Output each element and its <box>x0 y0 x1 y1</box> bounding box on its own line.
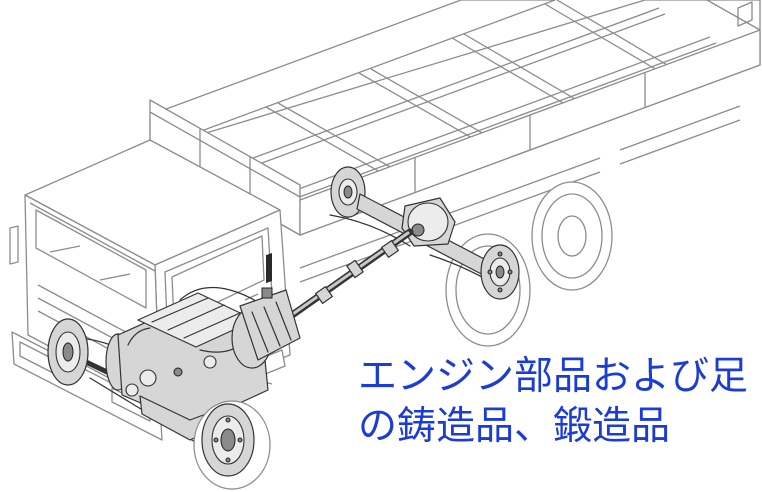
lug-nut <box>507 269 513 275</box>
lug-nut <box>497 287 503 293</box>
differential-icon <box>407 202 449 242</box>
rear-axle-icon <box>329 166 520 300</box>
alternator <box>139 369 157 387</box>
cab-rear-slot <box>266 253 272 284</box>
rim-outline <box>455 245 521 335</box>
pulley <box>125 383 139 397</box>
wiper <box>99 273 131 281</box>
valve-cover-rib <box>167 304 225 331</box>
lug-nut <box>237 437 243 443</box>
lug-nut <box>225 457 231 463</box>
hub-outline <box>557 215 587 257</box>
driveshaft-icon <box>284 228 414 322</box>
coolant-hose <box>127 327 151 346</box>
lug-nut <box>225 417 231 423</box>
differential-pinion <box>411 223 425 237</box>
tailgate-edge <box>706 0 761 31</box>
lug-nut <box>213 437 219 443</box>
fuel-filter <box>203 355 217 369</box>
gearbox-rib <box>263 306 281 347</box>
gearbox-rib <box>275 301 292 341</box>
shift-tower <box>261 287 273 299</box>
lug-nut <box>497 251 503 257</box>
tailgate-hinge <box>737 1 753 27</box>
far-hub-center <box>343 185 353 199</box>
inner-rail <box>204 13 666 185</box>
near-hub-center <box>495 265 505 279</box>
transmission-icon <box>231 287 301 369</box>
caption-line-2: の鋳造品、鍛造品 <box>358 404 671 449</box>
center-bearing <box>346 259 364 279</box>
cab-windshield <box>35 209 147 309</box>
hub-center <box>220 428 236 452</box>
hub-center <box>62 342 74 362</box>
inner-rail <box>198 7 660 179</box>
cab-roof-visor <box>29 202 156 272</box>
universal-joint <box>315 286 333 304</box>
valve-cover-rib <box>151 297 209 323</box>
side-mirror <box>9 225 19 265</box>
inner-rail <box>249 36 711 208</box>
gearbox-rib <box>251 311 269 353</box>
tire-outline <box>531 181 613 291</box>
wiper <box>49 245 81 253</box>
lug-nut <box>487 269 493 275</box>
front-wheel-far <box>47 318 89 386</box>
door-handle <box>244 293 259 301</box>
frame-rail <box>619 119 741 165</box>
intake-pipe <box>179 287 263 306</box>
universal-joint <box>381 240 399 258</box>
sensor <box>173 367 183 377</box>
valve-cover-rib <box>183 312 241 339</box>
frame-rail <box>619 105 741 151</box>
headboard-bar <box>149 111 301 198</box>
engine-icon <box>105 287 269 441</box>
front-wheel-near <box>193 400 271 490</box>
rim-outline <box>541 193 603 279</box>
caption: エンジン部品および足 の鋳造品、鍛造品 <box>358 352 758 452</box>
caption-line-1: エンジン部品および足 <box>358 354 749 399</box>
rear-wheel-second-axle <box>531 181 613 291</box>
